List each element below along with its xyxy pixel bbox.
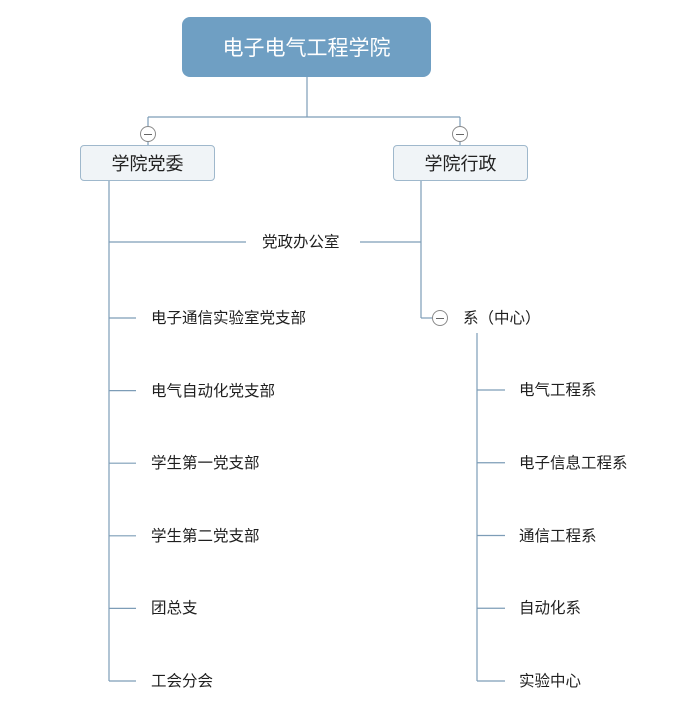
org-node[interactable]: 实验中心 — [519, 672, 582, 690]
org-node[interactable]: 团总支 — [151, 599, 198, 618]
branch-administration[interactable]: 学院行政 — [393, 145, 528, 181]
org-node[interactable]: 工会分会 — [151, 672, 214, 690]
root-node[interactable]: 电子电气工程学院 — [182, 17, 431, 77]
org-node[interactable]: 电子信息工程系 — [519, 453, 628, 472]
collapse-icon[interactable] — [452, 126, 468, 142]
org-node[interactable]: 电气工程系 — [519, 381, 597, 399]
node-party-admin-office[interactable]: 党政办公室 — [262, 233, 340, 251]
org-node[interactable]: 通信工程系 — [519, 526, 597, 545]
collapse-icon[interactable] — [432, 310, 448, 326]
org-node[interactable]: 电子通信实验室党支部 — [151, 309, 307, 327]
org-node[interactable]: 自动化系 — [519, 599, 582, 618]
org-node[interactable]: 电气自动化党支部 — [151, 381, 276, 400]
branch-label: 学院党委 — [111, 154, 184, 175]
collapse-icon[interactable] — [140, 126, 156, 142]
org-node[interactable]: 学生第二党支部 — [151, 526, 260, 545]
branch-label: 学院行政 — [424, 154, 497, 175]
root-label: 电子电气工程学院 — [222, 36, 391, 60]
branch-party-committee[interactable]: 学院党委 — [80, 145, 215, 181]
org-node[interactable]: 学生第一党支部 — [151, 454, 260, 473]
node-departments-group[interactable]: 系（中心） — [463, 309, 541, 327]
